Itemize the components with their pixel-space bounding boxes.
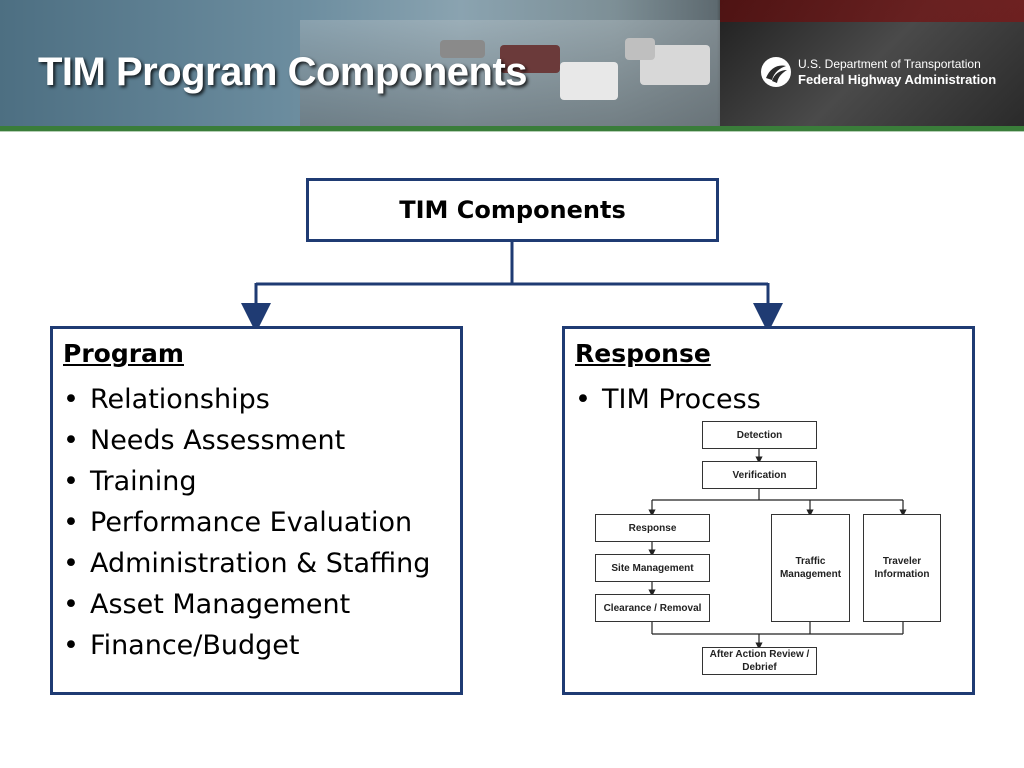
- vehicle-image: [440, 40, 485, 58]
- flow-site-management: Site Management: [595, 554, 710, 582]
- tim-process-flowchart: Detection Verification Response Site Man…: [593, 420, 945, 682]
- vehicle-image: [500, 45, 560, 73]
- list-item: •TIM Process: [575, 384, 761, 415]
- flow-after-action-review: After Action Review / Debrief: [702, 647, 817, 675]
- vehicle-image: [625, 38, 655, 60]
- list-item: •Relationships: [63, 384, 270, 415]
- flow-traveler-information: Traveler Information: [863, 514, 941, 622]
- list-item: •Training: [63, 466, 197, 497]
- flowchart-connectors: [648, 449, 907, 650]
- flow-response: Response: [595, 514, 710, 542]
- program-box: Program •Relationships •Needs Assessment…: [50, 326, 463, 695]
- agency-logo-block: U.S. Department of Transportation Federa…: [760, 56, 996, 88]
- agency-name: Federal Highway Administration: [798, 72, 997, 87]
- program-heading: Program: [63, 339, 184, 368]
- header-photo-accent: [720, 0, 1024, 22]
- program-list: •Relationships •Needs Assessment •Traini…: [63, 379, 430, 666]
- header-rule-thin: [0, 131, 1024, 132]
- flow-detection: Detection: [702, 421, 817, 449]
- flow-verification: Verification: [702, 461, 817, 489]
- list-item: •Asset Management: [63, 589, 351, 620]
- response-heading: Response: [575, 339, 711, 368]
- dot-logo-icon: [761, 57, 791, 87]
- list-item: •Administration & Staffing: [63, 548, 431, 579]
- vehicle-image: [560, 62, 618, 100]
- list-item: •Performance Evaluation: [63, 507, 413, 538]
- header-banner: [0, 0, 1024, 126]
- flow-traffic-management: Traffic Management: [771, 514, 850, 622]
- list-item: •Finance/Budget: [63, 630, 300, 661]
- response-list: •TIM Process: [575, 379, 761, 420]
- flow-clearance-removal: Clearance / Removal: [595, 594, 710, 622]
- list-item: •Needs Assessment: [63, 425, 346, 456]
- page-title: TIM Program Components: [38, 50, 528, 94]
- header-rule: [0, 126, 1024, 131]
- agency-department: U.S. Department of Transportation: [798, 57, 981, 71]
- tim-components-box: TIM Components: [306, 178, 719, 242]
